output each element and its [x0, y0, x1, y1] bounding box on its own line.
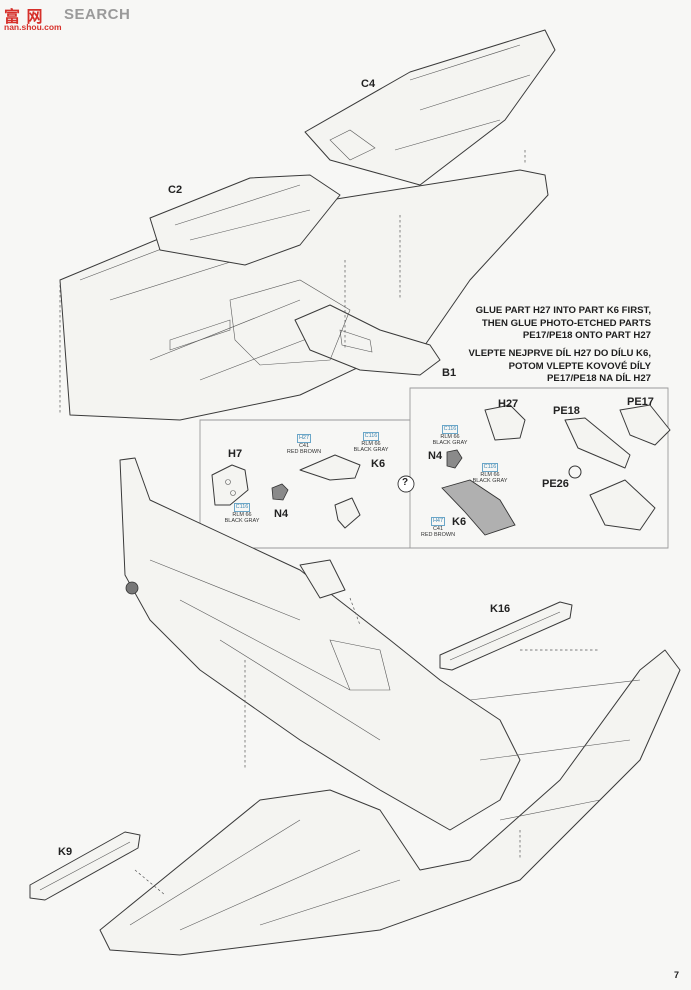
detail-callout — [199, 387, 671, 549]
part-label-pe17: PE17 — [627, 396, 654, 408]
paint-callout-n4-right: C116 RLM 66 BLACK GRAY — [470, 463, 510, 485]
info-mark: ? — [402, 477, 409, 488]
paint-name: BLACK GRAY — [224, 518, 260, 524]
instruction-line: VLEPTE NEJPRVE DÍL H27 DO DÍLU K6, — [468, 348, 651, 359]
paint-callout-h27-left: H27 C41 RED BROWN — [286, 434, 322, 456]
part-label-k6-right: K6 — [452, 516, 467, 528]
paint-name: BLACK GRAY — [432, 440, 468, 446]
instruction-czech: VLEPTE NEJPRVE DÍL H27 DO DÍLU K6, POTOM… — [468, 348, 651, 386]
watermark-logo: 富 网 — [4, 9, 44, 26]
paint-sub: RLM 66 — [480, 471, 500, 478]
paint-name: BLACK GRAY — [472, 478, 508, 484]
part-label-k6-left: K6 — [371, 458, 386, 470]
paint-sub: RLM 66 — [232, 511, 252, 518]
fuselage-drawing — [29, 457, 681, 956]
paint-sub: RLM 66 — [440, 433, 460, 440]
upper-wing-drawing — [59, 29, 556, 421]
page-number: 7 — [673, 970, 679, 980]
part-label-n4-right: N4 — [428, 450, 443, 462]
paint-code: H27 — [296, 434, 312, 443]
part-label-c2: C2 — [168, 184, 183, 196]
paint-sub: C41 — [432, 525, 444, 532]
paint-code: H47 — [430, 517, 446, 526]
part-label-c4: C4 — [361, 78, 376, 90]
instruction-english: GLUE PART H27 INTO PART K6 FIRST, THEN G… — [476, 305, 651, 343]
paint-sub: C41 — [298, 442, 310, 449]
paint-callout-k6-right: H47 C41 RED BROWN — [418, 517, 458, 539]
part-label-h27: H27 — [498, 398, 519, 410]
paint-name: RED BROWN — [286, 449, 322, 455]
paint-code: C116 — [233, 503, 251, 512]
paint-sub: RLM 66 — [361, 440, 381, 447]
paint-name: RED BROWN — [420, 532, 456, 538]
paint-code: C116 — [362, 432, 380, 441]
instruction-line: POTOM VLEPTE KOVOVÉ DÍLY — [508, 360, 651, 372]
part-label-pe26: PE26 — [542, 478, 569, 490]
paint-callout-k6-left: C116 RLM 66 BLACK GRAY — [352, 432, 390, 454]
part-label-h7: H7 — [228, 448, 243, 460]
part-label-n4-left: N4 — [274, 508, 289, 520]
instruction-line: THEN GLUE PHOTO-ETCHED PARTS — [481, 317, 651, 329]
watermark-url: nan.shou.com — [4, 22, 62, 32]
paint-code: C116 — [441, 425, 459, 434]
paint-code: C116 — [481, 463, 499, 472]
watermark: 富 网 SEARCH nan.shou.com — [4, 3, 164, 37]
paint-name: BLACK GRAY — [353, 447, 389, 453]
paint-callout-n4-left: C116 RLM 66 BLACK GRAY — [222, 503, 262, 525]
instruction-line: PE17/PE18 ONTO PART H27 — [522, 330, 651, 342]
part-label-pe18: PE18 — [553, 405, 580, 417]
part-label-b1: B1 — [442, 367, 457, 379]
instruction-line: GLUE PART H27 INTO PART K6 FIRST, — [475, 305, 651, 316]
paint-callout-h27-right: C116 RLM 66 BLACK GRAY — [430, 425, 470, 447]
part-label-k16: K16 — [490, 603, 511, 615]
instruction-line: PE17/PE18 NA DÍL H27 — [547, 373, 651, 385]
watermark-brand: SEARCH — [64, 6, 131, 23]
part-label-k9: K9 — [58, 846, 73, 858]
